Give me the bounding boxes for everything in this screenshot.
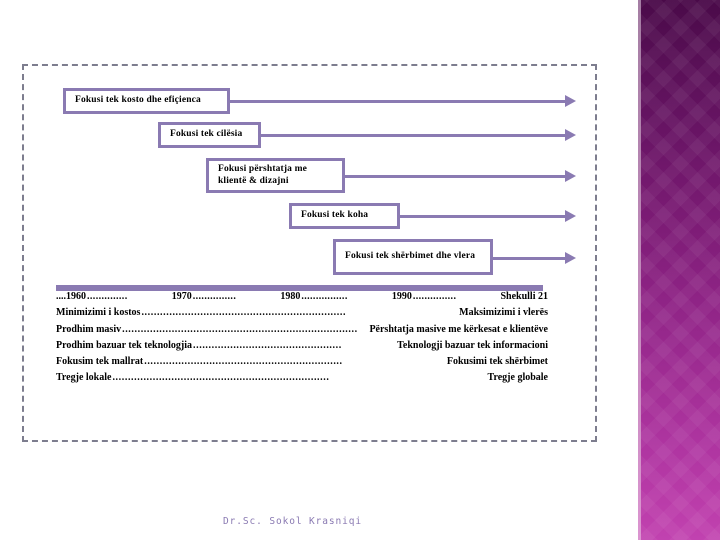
row-tail: Fokusimi tek shërbimet bbox=[446, 356, 548, 368]
era-1960: ....1960 bbox=[56, 291, 86, 302]
decorative-gradient-band bbox=[641, 0, 720, 540]
row-dots: ........................................… bbox=[144, 356, 343, 368]
timeline-row: Minimizimi i kostos ....................… bbox=[56, 305, 548, 321]
timeline-row: Prodhim masiv ..........................… bbox=[56, 322, 548, 338]
row-tail: Teknologji bazuar tek informacioni bbox=[397, 339, 548, 351]
timeline-row: Prodhim bazuar tek teknologjia .........… bbox=[56, 338, 548, 354]
era-1980: 1980 bbox=[280, 291, 301, 302]
timeline-row: Fokusim tek mallrat ....................… bbox=[56, 354, 548, 370]
era-dots-1: .............. bbox=[87, 291, 128, 302]
era-1990: 1990 bbox=[391, 291, 412, 302]
row-lead: Tregje lokale bbox=[56, 372, 112, 384]
row-lead: Prodhim masiv bbox=[56, 323, 122, 335]
row-lead: Prodhim bazuar tek teknologjia bbox=[56, 339, 193, 351]
era-dots-3: ................ bbox=[301, 291, 348, 302]
decorative-band-edge bbox=[638, 0, 641, 540]
era-dots-2: ............... bbox=[192, 291, 237, 302]
timeline-row: Tregje lokale ..........................… bbox=[56, 370, 548, 386]
row-dots: ........................................… bbox=[193, 339, 342, 351]
row-lead: Fokusim tek mallrat bbox=[56, 356, 144, 368]
row-dots: ........................................… bbox=[112, 372, 330, 384]
era-dots-4: ............... bbox=[412, 291, 457, 302]
footer-author: Dr.Sc. Sokol Krasniqi bbox=[223, 516, 363, 527]
dashed-content-frame bbox=[22, 64, 597, 442]
row-lead: Minimizimi i kostos bbox=[56, 307, 141, 319]
row-tail: Tregje globale bbox=[487, 372, 548, 384]
row-tail: Maksimizimi i vlerës bbox=[459, 307, 548, 319]
era-1970: 1970 bbox=[171, 291, 192, 302]
row-dots: ........................................… bbox=[141, 307, 347, 319]
row-tail: Përshtatja masive me kërkesat e klientëv… bbox=[369, 323, 548, 335]
timeline-text-block: ....1960 .............. 1970 ...........… bbox=[56, 289, 548, 387]
era-shekulli-21: Shekulli 21 bbox=[500, 291, 548, 302]
row-dots: ........................................… bbox=[122, 323, 358, 335]
timeline-eras-row: ....1960 .............. 1970 ...........… bbox=[56, 289, 548, 305]
